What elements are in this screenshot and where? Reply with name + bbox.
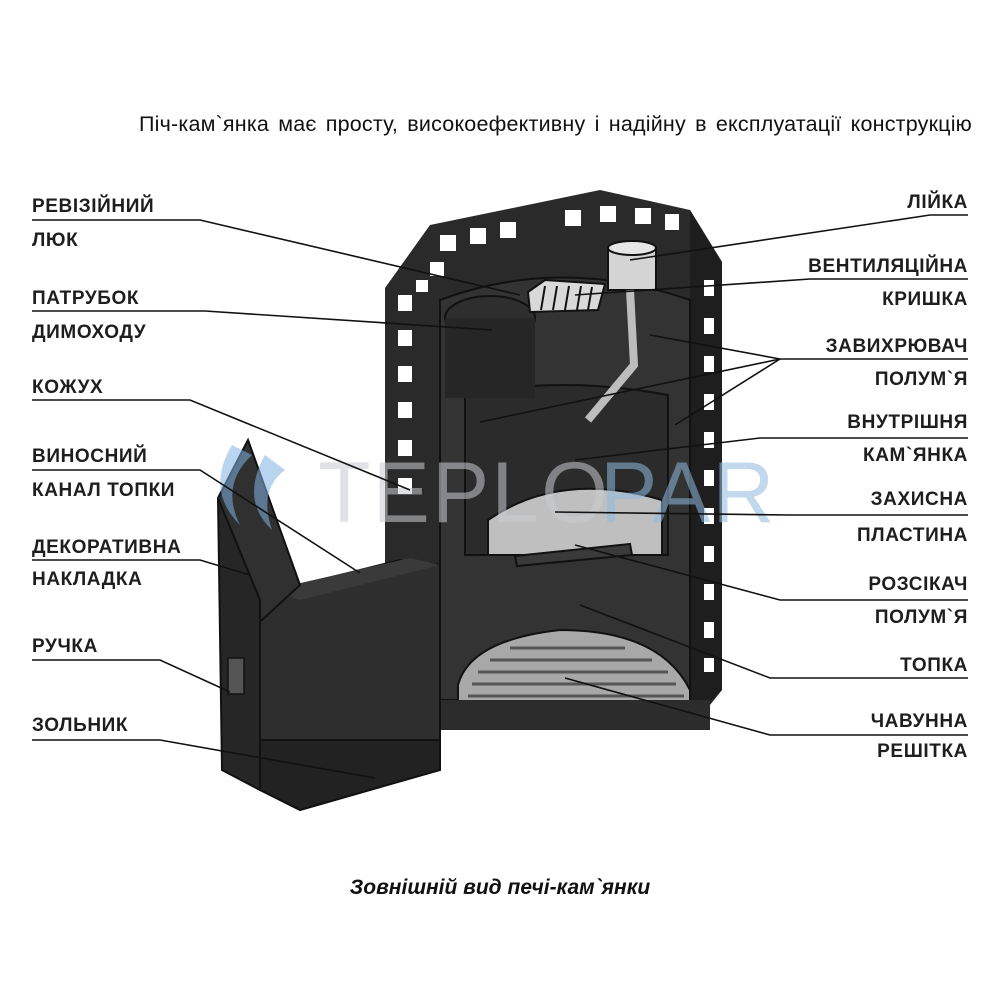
label-protect-plate-line1: ЗАХИСНА [871,489,968,510]
watermark-brand-left: TEPLO [318,445,610,541]
label-grate-line2: РЕШІТКА [877,741,968,762]
left-labels: РЕВІЗІЙНИЙ ЛЮК ПАТРУБОК ДИМОХОДУ КОЖУХ В… [32,195,181,736]
label-swirler-line2: ПОЛУМ`Я [875,369,968,390]
leader-funnel [629,214,968,261]
leader-lines [32,214,968,779]
label-flame-divider-line2: ПОЛУМ`Я [875,607,968,628]
label-remote-channel-line2: КАНАЛ ТОПКИ [32,480,175,501]
label-decor-trim-line1: ДЕКОРАТИВНА [32,537,181,558]
label-vent-lid-line1: ВЕНТИЛЯЦІЙНА [808,255,968,277]
label-flame-divider-line1: РОЗСІКАЧ [868,574,968,595]
protective-plate [487,487,663,556]
chimney-pipe-body [445,318,535,398]
leader-revision-hatch [32,219,521,296]
leader-ash-pan [32,739,376,779]
label-vent-lid-line2: КРИШКА [882,289,968,310]
label-grate-line1: ЧАВУННА [871,711,968,732]
leader-swirler-c [674,358,781,426]
swirler-pipe [584,289,639,423]
leader-casing [32,399,411,491]
handle [227,657,245,695]
leader-handle [32,659,231,693]
label-inner-stones-line2: КАМ`ЯНКА [863,445,968,466]
watermark-logo-flame [220,445,285,530]
headline: Піч-кам`янка має просту, високоефективну… [138,112,972,136]
leader-decor-trim [32,559,251,576]
leader-protect-plate [554,511,968,516]
ash-pan [259,739,441,812]
caption: Зовнішній вид печі-кам`янки [349,876,651,899]
watermark-brand-right: PAR [600,445,776,541]
revision-hatch-slots [540,285,593,311]
stove-base [430,700,710,730]
label-chimney-line2: ДИМОХОДУ [32,322,146,343]
label-chimney-line1: ПАТРУБОК [32,288,139,309]
watermark: TEPLO PAR [220,445,776,541]
funnel-top [607,240,657,256]
label-firebox: ТОПКА [900,655,968,676]
leader-remote-channel [32,469,361,574]
label-decor-trim-line2: НАКЛАДКА [32,569,142,590]
leader-grate [564,677,968,736]
leader-chimney [32,310,493,331]
label-swirler-line1: ЗАВИХРЮВАЧ [826,336,968,357]
leader-vent-lid [574,278,968,296]
label-revision-hatch-line2: ЛЮК [32,230,78,251]
label-revision-hatch-line1: РЕВІЗІЙНИЙ [32,195,154,217]
remote-channel-top [270,558,440,600]
label-handle: РУЧКА [32,636,98,657]
leader-firebox [579,604,968,679]
label-ash-pan: ЗОЛЬНИК [32,715,128,736]
label-inner-stones-line1: ВНУТРІШНЯ [847,412,968,433]
flame-divider [513,542,634,568]
label-protect-plate-line2: ПЛАСТИНА [857,525,968,546]
right-labels: ЛІЙКА ВЕНТИЛЯЦІЙНА КРИШКА ЗАВИХРЮВАЧ ПОЛ… [808,191,968,762]
label-remote-channel-line1: ВИНОСНИЙ [32,445,147,467]
leader-inner-stones [574,437,968,461]
leader-flame-divider [574,544,968,601]
leader-swirler-b [479,358,781,423]
stove-illustration [216,190,722,812]
casing-windows [398,206,714,672]
label-casing: КОЖУХ [32,377,103,398]
grate-bars [468,646,684,698]
label-funnel: ЛІЙКА [907,191,968,213]
